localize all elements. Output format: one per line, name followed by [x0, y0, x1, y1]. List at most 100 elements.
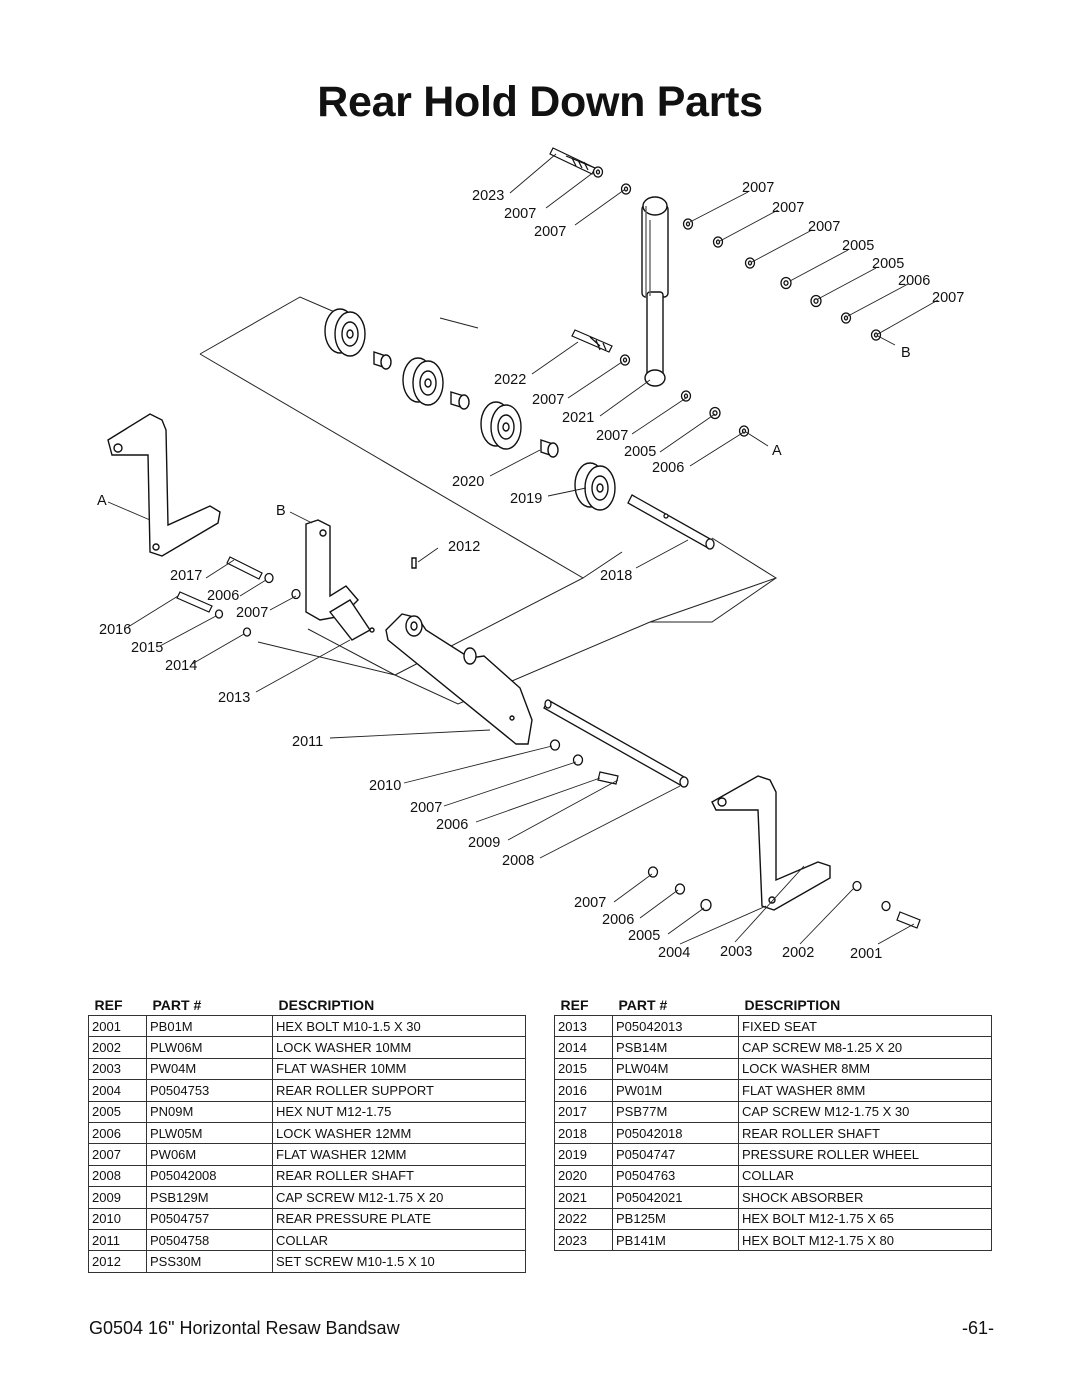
part-cell: PB01M	[146, 1014, 273, 1038]
ref-cell: 2001	[88, 1014, 147, 1038]
svg-text:2007: 2007	[772, 200, 804, 216]
col-ref: REF	[560, 997, 589, 1013]
ref-cell: 2023	[554, 1228, 613, 1252]
part-cell: PW04M	[146, 1057, 273, 1081]
part-cell: PSB129M	[146, 1186, 273, 1209]
part-cell: P0504753	[146, 1079, 273, 1102]
part-cell: P05042018	[612, 1121, 739, 1145]
svg-text:2005: 2005	[872, 256, 904, 272]
svg-text:B: B	[276, 503, 286, 519]
ref-cell: 2007	[88, 1143, 147, 1166]
svg-text:2022: 2022	[494, 372, 526, 388]
part-cell: PSS30M	[146, 1250, 273, 1273]
pressure-plate	[369, 613, 533, 745]
svg-text:2021: 2021	[562, 410, 594, 426]
svg-text:2012: 2012	[448, 539, 480, 555]
svg-text:2023: 2023	[472, 188, 504, 204]
svg-text:2020: 2020	[452, 474, 484, 490]
ref-cell: 2018	[554, 1121, 613, 1145]
hex-bolt-icon	[549, 147, 613, 353]
svg-text:2004: 2004	[658, 945, 690, 961]
svg-text:2006: 2006	[207, 588, 239, 604]
svg-text:2006: 2006	[602, 912, 634, 928]
part-cell: P0504747	[612, 1143, 739, 1166]
collar-icons	[373, 351, 559, 458]
svg-text:2013: 2013	[218, 690, 250, 706]
svg-text:2003: 2003	[720, 944, 752, 960]
svg-text:2007: 2007	[532, 392, 564, 408]
description-cell: CAP SCREW M12-1.75 X 30	[738, 1100, 992, 1123]
svg-text:2002: 2002	[782, 945, 814, 961]
ref-cell: 2005	[88, 1100, 147, 1123]
ref-cell: 2002	[88, 1036, 147, 1059]
ref-cell: 2022	[554, 1207, 613, 1230]
ref-cell: 2003	[88, 1057, 147, 1081]
svg-text:2007: 2007	[534, 224, 566, 240]
svg-text:A: A	[772, 443, 782, 459]
col-description: DESCRIPTION	[278, 997, 375, 1013]
ref-cell: 2014	[554, 1036, 613, 1059]
ref-cell: 2004	[88, 1079, 147, 1102]
cap-screw-icons	[176, 556, 921, 929]
part-cell: PB125M	[612, 1207, 739, 1230]
exploded-parts-diagram: 2023 2007 2007 2007 2007 2007 2005 2005 …	[97, 147, 964, 962]
svg-text:2006: 2006	[652, 460, 684, 476]
ref-cell: 2019	[554, 1143, 613, 1166]
description-cell: CAP SCREW M12-1.75 X 20	[272, 1186, 526, 1209]
part-cell: P05042021	[612, 1186, 739, 1209]
ref-cell: 2012	[88, 1250, 147, 1273]
svg-text:2015: 2015	[131, 640, 163, 656]
table-header-row: REF PART # DESCRIPTION	[555, 991, 992, 1016]
svg-text:2011: 2011	[292, 734, 323, 750]
ref-cell: 2013	[554, 1014, 613, 1038]
description-cell: SET SCREW M10-1.5 X 10	[272, 1250, 526, 1273]
description-cell: COLLAR	[738, 1164, 992, 1188]
part-cell: PLW05M	[146, 1121, 273, 1145]
svg-text:A: A	[97, 493, 107, 509]
description-cell: LOCK WASHER 8MM	[738, 1057, 992, 1081]
svg-text:2005: 2005	[628, 928, 660, 944]
description-cell: HEX BOLT M12-1.75 X 80	[738, 1228, 992, 1252]
description-cell: LOCK WASHER 10MM	[272, 1036, 526, 1059]
ref-cell: 2020	[554, 1164, 613, 1188]
description-cell: COLLAR	[272, 1228, 526, 1252]
part-cell: PSB14M	[612, 1036, 739, 1059]
svg-text:2009: 2009	[468, 835, 500, 851]
description-cell: FLAT WASHER 10MM	[272, 1057, 526, 1081]
description-cell: PRESSURE ROLLER WHEEL	[738, 1143, 992, 1166]
part-cell: P05042008	[146, 1164, 273, 1188]
page-title: Rear Hold Down Parts	[317, 78, 763, 126]
ref-cell: 2006	[88, 1121, 147, 1145]
svg-text:2007: 2007	[808, 219, 840, 235]
part-cell: PN09M	[146, 1100, 273, 1123]
ref-cell: 2009	[88, 1186, 147, 1209]
description-cell: REAR PRESSURE PLATE	[272, 1207, 526, 1230]
part-cell: PSB77M	[612, 1100, 739, 1123]
part-cell: P05042013	[612, 1014, 739, 1038]
support-bracket	[305, 519, 417, 641]
description-cell: HEX BOLT M10-1.5 X 30	[272, 1014, 526, 1038]
col-description: DESCRIPTION	[744, 997, 841, 1013]
svg-text:2007: 2007	[504, 206, 536, 222]
svg-text:B: B	[901, 345, 911, 361]
ref-cell: 2017	[554, 1100, 613, 1123]
description-cell: SHOCK ABSORBER	[738, 1186, 992, 1209]
